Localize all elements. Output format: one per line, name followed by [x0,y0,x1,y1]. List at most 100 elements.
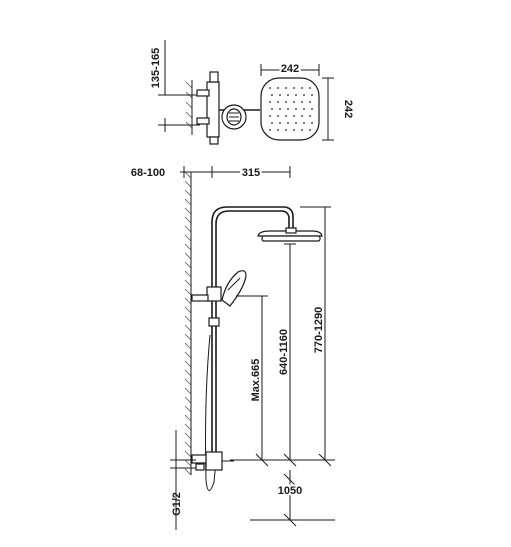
nozzle-dot [271,94,273,96]
wall-hatch-line [184,270,192,278]
nozzle-dot [301,115,303,117]
nozzle-dot [303,94,305,96]
wall-hatch-line [184,324,192,332]
wall-hatch-line [184,432,192,440]
wall-hatch-line [184,396,192,404]
wall-hatch-line [184,342,192,350]
dim-label-overall-height: 770-1290 [313,307,325,354]
wall-hatch-line [184,333,192,341]
nozzle-dot [311,122,313,124]
shower-head-nozzles [269,87,313,131]
wall-hatch-line [184,423,192,431]
nozzle-dot [293,129,295,131]
nozzle-dot [285,101,287,103]
wall-hatch-line [184,450,192,458]
nozzle-dot [301,87,303,89]
wall-hatch-line [184,459,192,467]
wall-hatch-top [185,80,193,135]
wall-hatch-line [184,414,192,422]
dim-label-wall-offset: 68-100 [131,167,165,179]
nozzle-dot [295,108,297,110]
nozzle-dot [287,108,289,110]
mixer-valve-front [191,451,234,471]
nozzle-dot [279,94,281,96]
wall-hatch-line [184,207,192,215]
wall-hatch-line [184,441,192,449]
shower-head-front [257,227,323,242]
valve-handle-top [209,71,219,83]
connector-upper [196,89,210,97]
nozzle-dot [277,115,279,117]
nozzle-dot [285,115,287,117]
wall-hatch-line [184,171,192,179]
wall-hatch-line [184,360,192,368]
nozzle-dot [309,115,311,117]
wall-hatch-line [184,243,192,251]
hand-shower [221,270,247,307]
nozzle-dot [303,108,305,110]
wall-hatch-line [184,261,192,269]
nozzle-dot [271,108,273,110]
nozzle-dot [311,94,313,96]
dim-label-max: Max.665 [250,359,262,402]
wall-hatch-line [184,315,192,323]
nozzle-dot [277,129,279,131]
nozzle-dot [301,129,303,131]
nozzle-dot [279,122,281,124]
top-view: 135-165 242 242 [150,40,354,145]
slider [208,317,220,327]
nozzle-dot [269,115,271,117]
wall-hatch-line [184,297,192,305]
nozzle-dot [295,94,297,96]
nozzle-dot [311,108,313,110]
nozzle-dot [293,115,295,117]
wall-hatch-line [184,288,192,296]
handshower-top-view [221,104,247,130]
wall-hatch-line [184,405,192,413]
connector-lower [196,117,210,125]
wall-bracket-upper [191,294,209,302]
nozzle-dot [293,101,295,103]
wall-hatch-line [184,378,192,386]
wall-hatch-line [184,225,192,233]
nozzle-dot [295,122,297,124]
wall-hatch-line [184,351,192,359]
nozzle-dot [293,87,295,89]
nozzle-dot [301,101,303,103]
dim-label-connection: G1/2 [171,492,183,516]
wall-hatch-line [184,468,192,476]
wall-hatch-line [184,387,192,395]
dim-label-arm-length: 315 [242,167,260,179]
nozzle-dot [269,101,271,103]
shower-head-top-view [260,77,320,141]
nozzle-dot [285,129,287,131]
front-view: 68-100 315 [131,165,335,530]
wall-hatch-line [184,216,192,224]
nozzle-dot [277,87,279,89]
slide-bar-holder [206,286,222,302]
nozzle-dot [277,101,279,103]
wall-hatch-line [184,369,192,377]
wall-hatch-line [184,306,192,314]
nozzle-dot [269,129,271,131]
dim-label-adjust-range: 640-1160 [278,329,290,375]
wall-hatch-line [184,234,192,242]
nozzle-dot [287,94,289,96]
nozzle-dot [309,101,311,103]
valve-handle-bottom [209,136,219,145]
nozzle-dot [271,122,273,124]
wall-hatch-line [184,279,192,287]
wall-hatch-line [184,198,192,206]
dim-label-135-165: 135-165 [150,48,162,88]
wall-hatch-line [184,189,192,197]
nozzle-dot [309,87,311,89]
nozzle-dot [279,108,281,110]
nozzle-dot [309,129,311,131]
wall-hatch-line [184,180,192,188]
nozzle-dot [269,87,271,89]
nozzle-dot [303,122,305,124]
dim-label-head-depth: 242 [342,100,354,118]
wall-hatch-line [184,252,192,260]
dim-label-head-width: 242 [281,63,299,75]
